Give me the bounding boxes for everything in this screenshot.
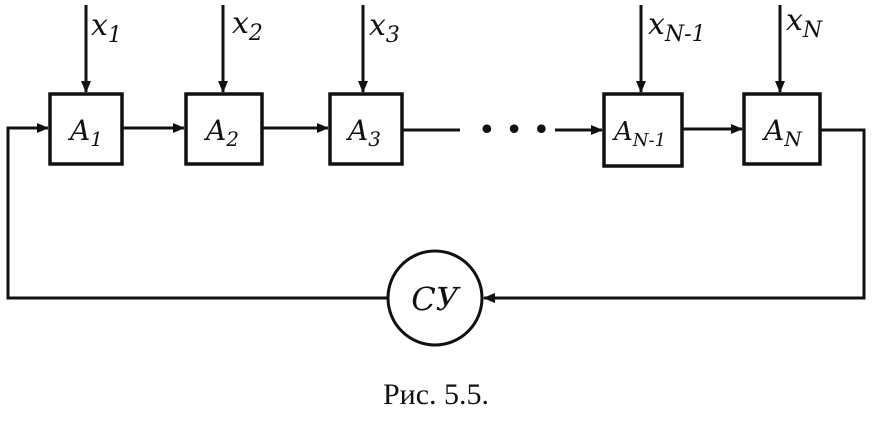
block-a3 bbox=[328, 92, 404, 166]
ellipsis: • • • bbox=[478, 113, 550, 148]
block-label-a3: A3 bbox=[345, 114, 381, 151]
block-label-an-1: AN-1 bbox=[612, 117, 666, 151]
control-node-label: СУ bbox=[411, 280, 461, 318]
input-label-3: x3 bbox=[369, 8, 400, 48]
input-label-n-1: xN-1 bbox=[648, 7, 706, 47]
input-label-n: xN bbox=[786, 3, 823, 43]
figure-caption: Рис. 5.5. bbox=[382, 378, 490, 411]
block-label-an: AN bbox=[761, 114, 803, 151]
input-label-1: x1 bbox=[91, 8, 122, 48]
feedback-to-node bbox=[483, 128, 866, 303]
input-label-2: x2 bbox=[232, 6, 263, 46]
block-an bbox=[742, 92, 822, 166]
feedback-from-node bbox=[6, 123, 390, 300]
block-label-a1: A1 bbox=[67, 114, 103, 151]
control-node bbox=[386, 249, 484, 347]
block-label-a2: A2 bbox=[203, 114, 239, 151]
